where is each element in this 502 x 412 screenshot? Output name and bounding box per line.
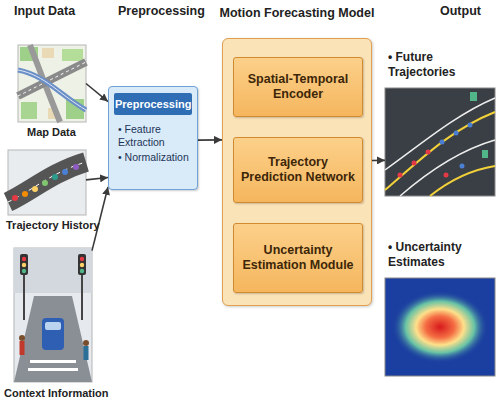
- column-header: Output: [440, 4, 481, 18]
- column-header: Preprocessing: [118, 4, 205, 18]
- output-image: • Uncertainty Estimates: [385, 278, 495, 376]
- flow-arrow: [92, 187, 108, 251]
- input-image: Map Data: [18, 45, 86, 122]
- flow-arrow: [86, 84, 108, 102]
- column-header: Input Data: [14, 4, 75, 18]
- process-box: Uncertainty Estimation Module: [233, 223, 363, 293]
- image-caption: Trajectory History: [6, 219, 100, 231]
- output-image: • Future Trajectories: [385, 88, 495, 196]
- process-box: Spatial-Temporal Encoder: [233, 57, 363, 117]
- process-box: Trajectory Prediction Network: [233, 137, 363, 203]
- future-trajectories-illustration: [385, 88, 495, 196]
- context-illustration: [14, 248, 92, 382]
- map-illustration: [18, 45, 86, 122]
- trajectory-illustration: [8, 150, 86, 215]
- image-caption: Context Information: [4, 387, 109, 399]
- flow-arrow: [198, 139, 222, 141]
- column-header: Motion Forecasting Model: [220, 6, 375, 20]
- image-caption: Map Data: [27, 126, 76, 138]
- bullet-item: • Normalization: [114, 151, 192, 164]
- box-heading: Preprocessing: [114, 93, 192, 115]
- output-label: • Future Trajectories: [388, 50, 492, 80]
- heatmap-illustration: [385, 278, 495, 376]
- box-label: Spatial-Temporal Encoder: [240, 72, 356, 102]
- model-container: Spatial-Temporal EncoderTrajectory Predi…: [222, 38, 372, 306]
- preprocessing-box: Preprocessing • Feature Extraction • Norma…: [108, 86, 198, 190]
- box-label: Uncertainty Estimation Module: [240, 243, 356, 273]
- output-label: • Uncertainty Estimates: [388, 240, 492, 270]
- box-label: Trajectory Prediction Network: [240, 155, 356, 185]
- flow-arrow: [372, 160, 385, 162]
- input-image: Context Information: [14, 248, 92, 382]
- input-image: Trajectory History: [8, 150, 86, 215]
- bullet-item: • Feature Extraction: [114, 123, 192, 148]
- flow-arrow: [86, 178, 108, 180]
